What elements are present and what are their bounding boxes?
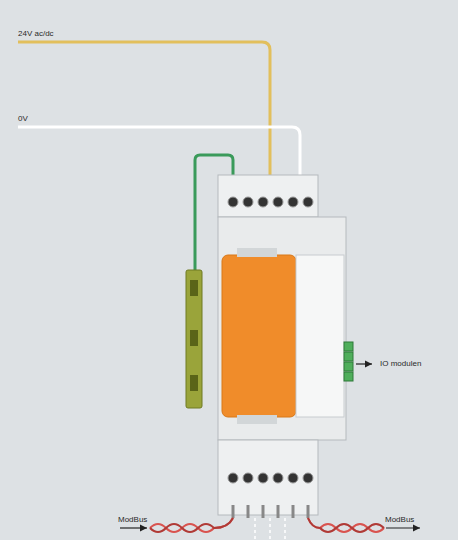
supply-label: 0V xyxy=(18,115,28,123)
io-arrow xyxy=(356,363,372,364)
ground-wire xyxy=(18,127,300,182)
io-connector xyxy=(344,342,353,381)
bus-label: ModBus xyxy=(385,516,414,524)
modbus-cable xyxy=(150,518,384,532)
terminal-block xyxy=(218,175,318,217)
io-label: IO modulen xyxy=(380,360,421,368)
side-panel xyxy=(296,255,344,417)
module-housing xyxy=(218,217,346,440)
front-cover xyxy=(222,255,296,417)
supply-label: 24V ac/dc xyxy=(18,30,54,38)
terminal-block xyxy=(218,440,318,515)
modbus-arrow xyxy=(120,527,147,528)
modbus-arrow xyxy=(386,527,420,528)
earth-terminal xyxy=(186,270,202,408)
bus-label: ModBus xyxy=(118,516,147,524)
